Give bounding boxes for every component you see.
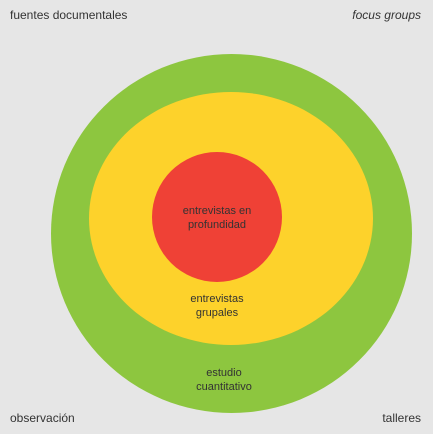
- inner-circle-label-line2: profundidad: [187, 219, 247, 231]
- outer-ring-label-line1: estudio: [206, 367, 242, 379]
- corner-label-focus-groups: focus groups: [352, 8, 421, 22]
- corner-label-talleres: talleres: [382, 411, 421, 425]
- middle-ring-label: entrevistas grupales: [147, 292, 287, 320]
- corner-label-observacion: observación: [10, 411, 75, 425]
- middle-ring-label-line2: grupales: [195, 307, 239, 319]
- inner-circle-label-line1: entrevistas en: [182, 205, 252, 217]
- outer-ring-label: estudio cuantitativo: [154, 366, 294, 394]
- inner-circle-label: entrevistas en profundidad: [147, 204, 287, 232]
- inner-circle-entrevistas-en-profundidad: [152, 152, 282, 282]
- corner-label-fuentes-documentales: fuentes documentales: [10, 8, 128, 22]
- outer-ring-label-line2: cuantitativo: [196, 381, 252, 393]
- middle-ring-label-line1: entrevistas: [190, 293, 244, 305]
